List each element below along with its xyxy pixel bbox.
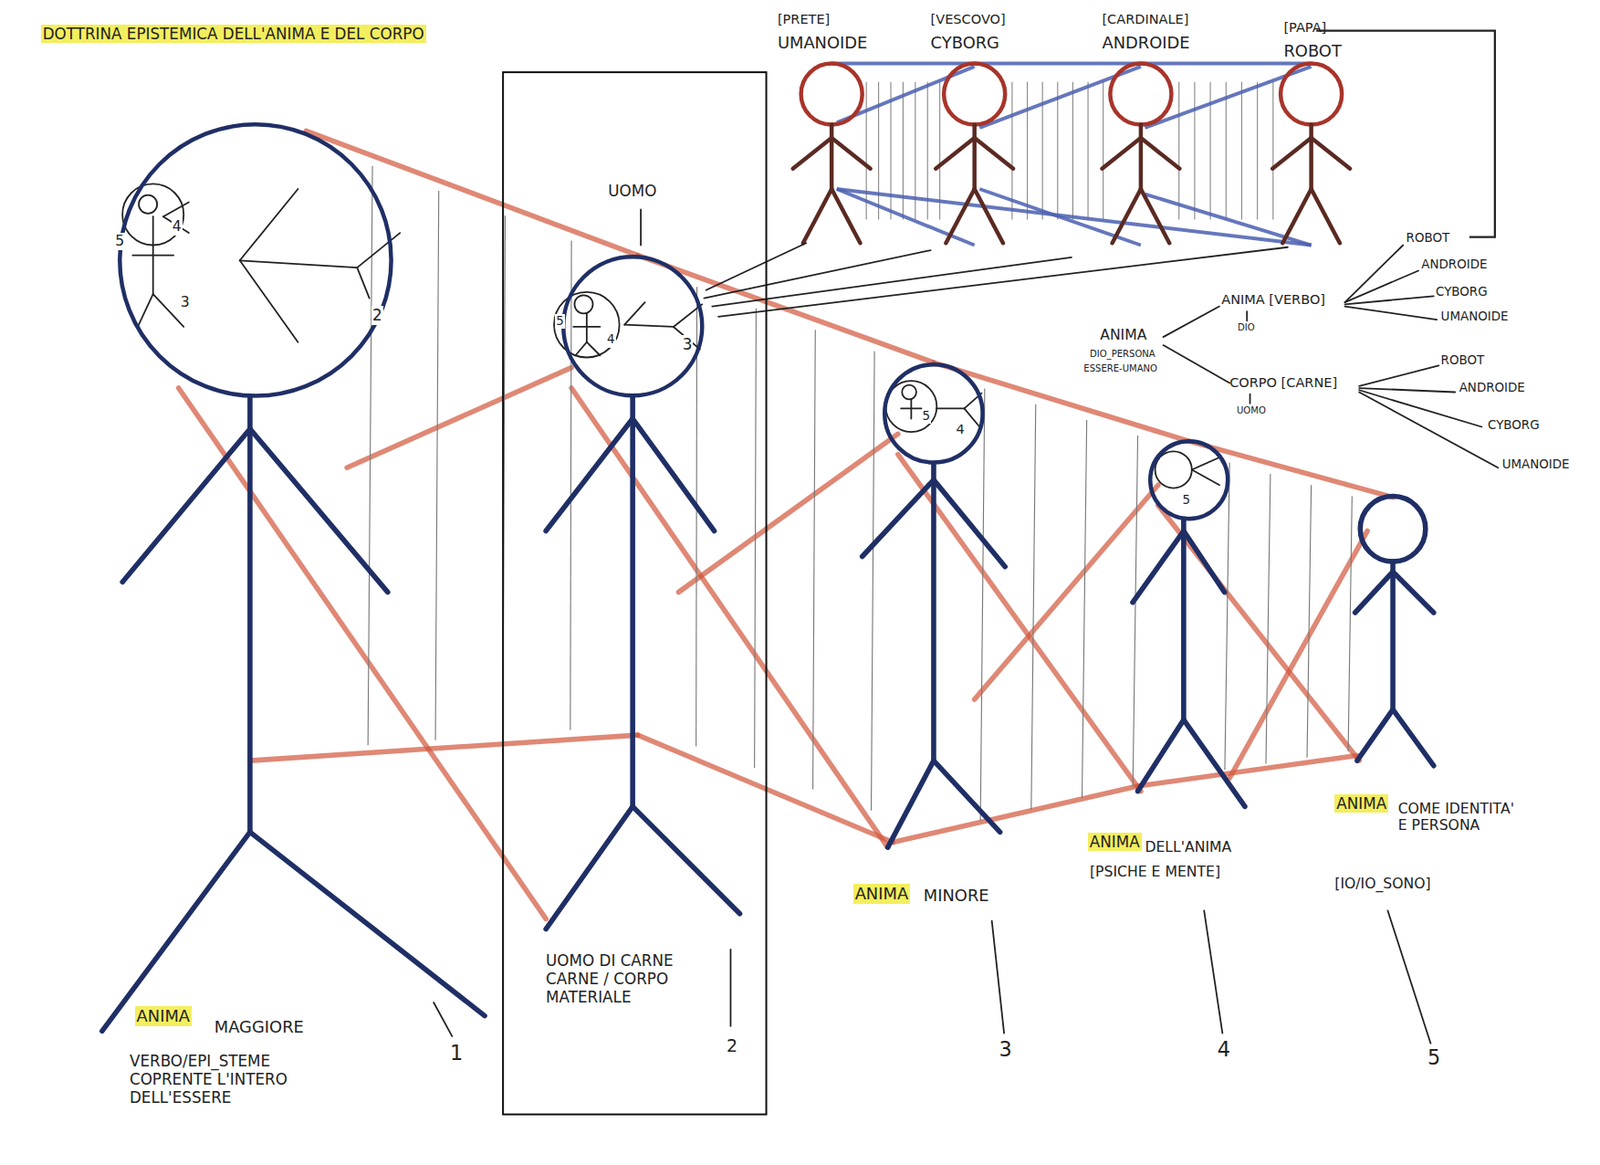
text-label: CYBORG (1487, 418, 1540, 433)
text-label: UOMO (1236, 405, 1266, 417)
callout-number: 4 (171, 218, 183, 236)
text-label: ANIMA (1087, 832, 1142, 851)
text-label: MAGGIORE (214, 1016, 304, 1036)
callout-number: 5 (921, 408, 932, 424)
text-label: ANIMA [VERBO] (1221, 292, 1326, 308)
text-label: VERBO/EPI_STEME COPRENTE L'INTERO DELL'E… (129, 1051, 339, 1107)
callout-number: 3 (681, 334, 694, 354)
text-label: [CARDINALE] (1101, 11, 1189, 28)
text-label: DIO_PERSONA (1089, 348, 1156, 360)
callout-number: 4 (1216, 1036, 1232, 1062)
callout-number: 3 (179, 293, 191, 312)
node-outline (882, 362, 985, 465)
head-circle: 54 (882, 362, 985, 465)
text-label: ANIMA (853, 883, 911, 903)
text-label: CYBORG (930, 32, 1000, 53)
callout-number: 5 (114, 232, 126, 251)
text-label: DELL'ANIMA (1144, 838, 1232, 857)
head-circle: 5 4 3 2 (117, 122, 394, 398)
text-label: ROBOT (1406, 230, 1451, 246)
text-label: ANDROIDE (1101, 32, 1190, 53)
text-label: ANIMA (1099, 326, 1147, 345)
text-label: ESSERE-UMANO (1083, 363, 1158, 375)
text-label: UMANOIDE (1441, 309, 1509, 325)
text-label: DIO (1237, 322, 1255, 334)
text-label: UMANOIDE (1502, 457, 1570, 472)
text-label: CORPO [CARNE] (1229, 375, 1338, 391)
node-outline (117, 122, 394, 398)
callout-number: 2 (725, 1035, 739, 1057)
frame-box: UOMO UOMO DI CARNE CARNE / CORPO MATERIAL… (501, 71, 768, 1116)
text-label: [PRETE] (777, 11, 830, 28)
text-label: [PSICHE E MENTE] (1089, 863, 1221, 881)
node-text: UOMO DI CARNE CARNE / CORPO MATERIALE (545, 951, 722, 1006)
text-label: CYBORG (1435, 284, 1488, 300)
text-label: UMANOIDE (777, 32, 868, 53)
callout-number: 4 (954, 421, 965, 438)
callout-number: 2 (371, 305, 384, 325)
callout-number: 5 (554, 313, 565, 329)
text-label: [VESCOVO] (930, 11, 1006, 28)
text-label: MINORE (923, 885, 990, 905)
title: DOTTRINA EPISTEMICA DELL'ANIMA E DEL COR… (41, 24, 427, 43)
node-outline (1148, 439, 1230, 521)
text-label: ANIMA (135, 1005, 193, 1025)
head-circle: 543 (561, 254, 705, 398)
callout-number: 4 (606, 332, 617, 347)
text-label: COME IDENTITA' E PERSONA (1398, 800, 1517, 836)
head-circle: 5 (1148, 439, 1230, 521)
node-outline (561, 254, 705, 398)
node-text: UOMO (607, 181, 657, 200)
callout-number: 5 (1426, 1045, 1442, 1070)
text-label: ROBOT (1283, 41, 1341, 61)
text-label: [PAPA] (1283, 20, 1327, 36)
callout-number: 1 (449, 1040, 464, 1066)
callout-number: 3 (997, 1036, 1013, 1062)
text-label: ROBOT (1441, 353, 1485, 368)
text-label: [IO/IO_SONO] (1334, 875, 1431, 893)
callout-number: 5 (1181, 492, 1193, 508)
text-label: ANDROIDE (1421, 257, 1487, 272)
text-label: ANIMA (1334, 794, 1389, 813)
text-label: ANDROIDE (1459, 380, 1526, 396)
